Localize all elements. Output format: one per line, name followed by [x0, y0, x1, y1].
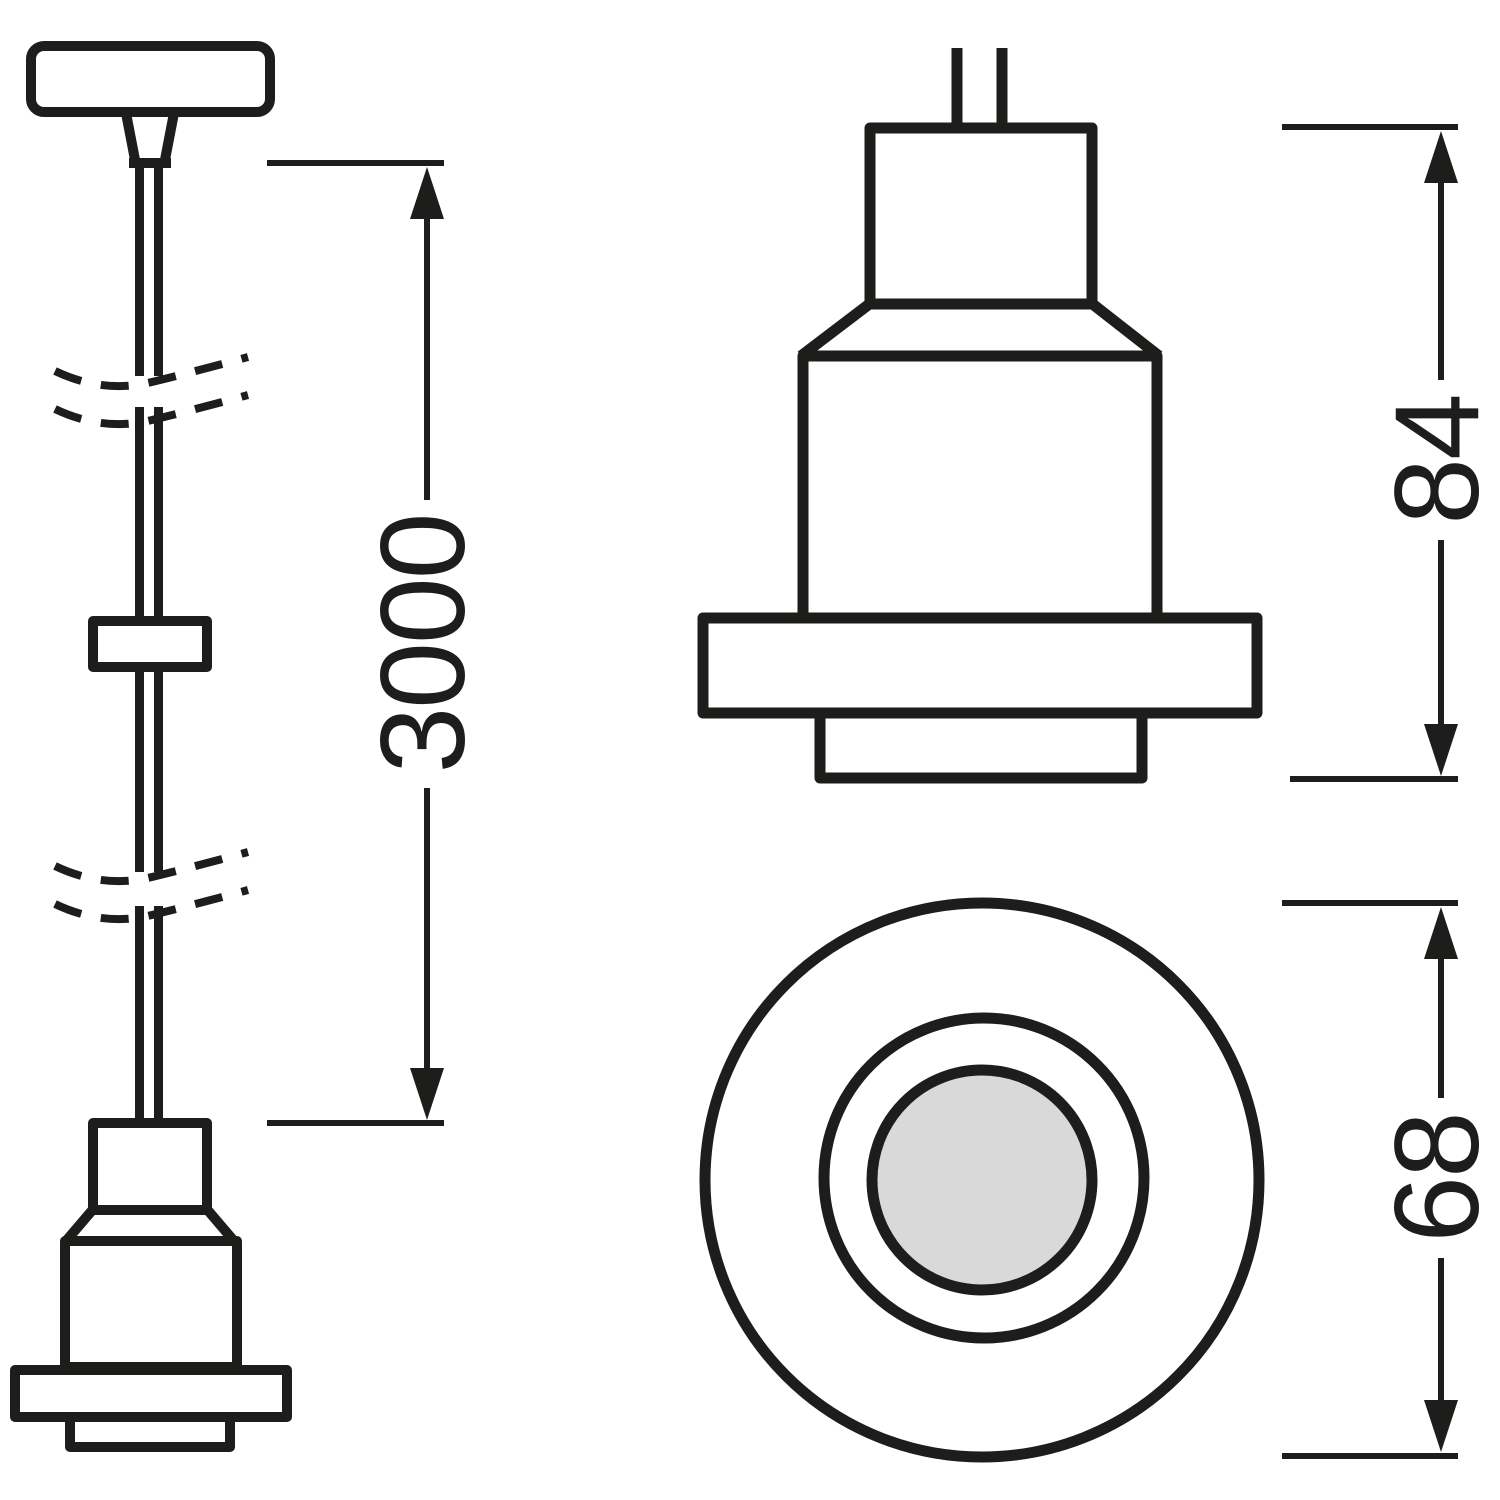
shoulder-left-detail: [797, 297, 876, 361]
ceiling-canopy: [26, 41, 275, 117]
break-curve: [53, 886, 250, 924]
dimension-detail-diameter: 68: [1282, 900, 1500, 1459]
socket-skirt: [65, 1417, 235, 1452]
socket-flange-detail: [697, 612, 1263, 719]
dimension-label-detail-height: 84: [1370, 395, 1500, 524]
arrowhead-up: [410, 167, 444, 219]
arrowhead-up: [1424, 907, 1458, 959]
lamp-holder-bottom-view: [699, 897, 1265, 1463]
arrowhead-up: [1424, 131, 1458, 183]
arrowhead-down: [1424, 724, 1458, 776]
break-curve: [53, 848, 250, 886]
socket-flange: [10, 1365, 292, 1422]
funnel-left-edge: [121, 112, 141, 166]
shoulder-right: [201, 1203, 238, 1245]
dimension-label-detail-diameter: 68: [1370, 1113, 1500, 1242]
cable-adjuster-block: [88, 616, 212, 672]
cable-grip-detail: [864, 122, 1098, 310]
shoulder-left: [62, 1203, 99, 1245]
cable-lower-segment: [135, 906, 163, 1122]
arrowhead-down: [1424, 1400, 1458, 1452]
arrowhead-down: [410, 1068, 444, 1120]
socket-skirt-detail: [814, 713, 1148, 784]
break-curve: [53, 391, 250, 429]
socket-body: [60, 1236, 242, 1372]
lamp-opening-circle: [866, 1064, 1098, 1296]
pendant-side-view: [10, 41, 292, 1452]
lamp-holder-detail-view: [697, 48, 1263, 784]
cable-grip: [88, 1118, 212, 1215]
dimension-cable-length: 3000: [267, 160, 490, 1126]
dimension-label-cable-length: 3000: [356, 515, 490, 774]
cable-break-mark-lower: [53, 848, 250, 924]
socket-body-detail: [797, 350, 1163, 624]
dimension-detail-height: 84: [1282, 124, 1500, 782]
funnel-right-edge: [159, 112, 179, 166]
strain-relief-funnel: [121, 112, 179, 168]
break-curve: [53, 353, 250, 391]
cable-upper-segment: [135, 166, 163, 376]
cable-break-mark-upper: [53, 353, 250, 429]
shoulder-right-detail: [1086, 297, 1163, 361]
lamp-holder-side-small: [10, 1118, 292, 1452]
